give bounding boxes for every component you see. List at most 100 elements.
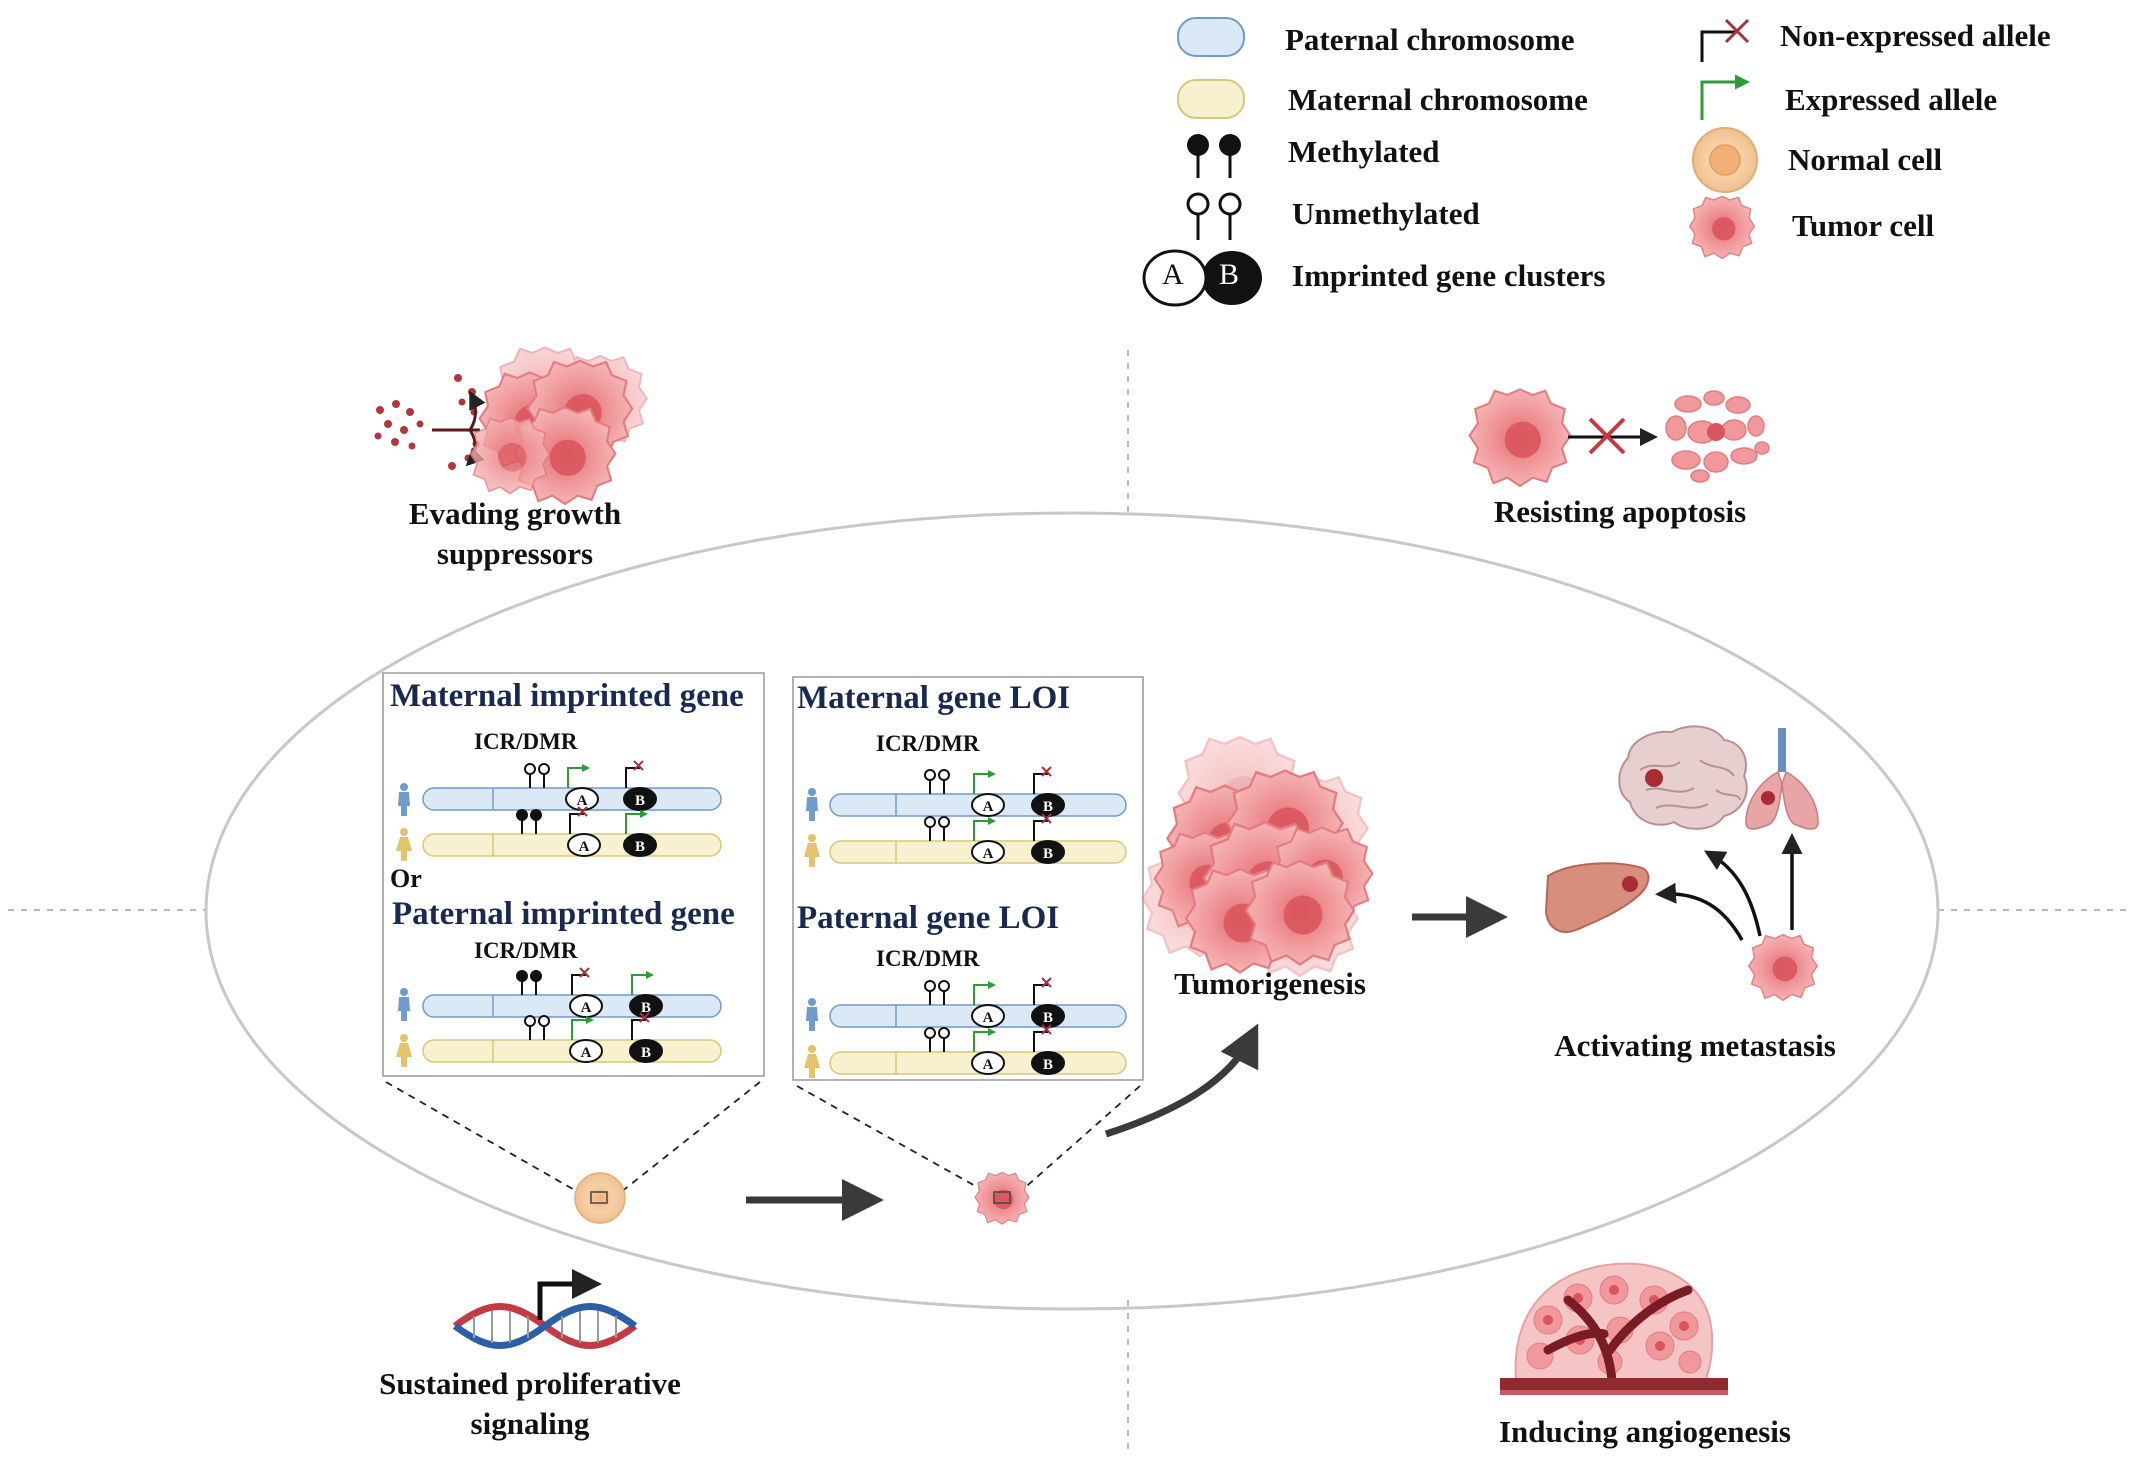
dna-icon — [452, 1269, 638, 1349]
expressed-allele-head — [988, 1028, 996, 1036]
gene-a-marker — [569, 1039, 603, 1063]
expressed-allele-head — [988, 770, 996, 778]
maternal-imprinted-title: Maternal imprinted gene — [390, 678, 744, 714]
expressed-allele-arrow — [567, 767, 584, 788]
unmethylated-icon — [1186, 192, 1242, 240]
gene-a-marker — [971, 1004, 1005, 1028]
expressed-allele-arrow — [571, 1019, 588, 1040]
gene-cluster-icon — [1142, 249, 1262, 307]
expressed-allele-arrow — [625, 813, 642, 834]
central-ellipse — [204, 511, 1940, 1311]
tumor-cell-icon — [1688, 195, 1756, 260]
legend-maternal-label: Maternal chromosome — [1288, 82, 1588, 117]
gene-a-letter: A — [983, 799, 994, 815]
resisting-apoptosis-label: Resisting apoptosis — [1493, 494, 1747, 529]
gene-a-letter: A — [577, 793, 588, 809]
gene-b-marker — [1031, 840, 1065, 864]
expressed-allele-head — [640, 810, 648, 818]
legend-clusters-label: Imprinted gene clusters — [1292, 258, 1606, 293]
expressed-allele-head — [988, 817, 996, 825]
paternal-chromosome-swatch — [1177, 17, 1245, 57]
gene-b-letter: B — [1043, 1010, 1053, 1026]
evading-growth-suppressors-icon — [374, 346, 648, 506]
expressed-allele-head — [646, 971, 654, 979]
expressed-allele-arrow — [631, 974, 648, 995]
gene-a-marker — [971, 793, 1005, 817]
paternal-imprinted-title: Paternal imprinted gene — [392, 896, 735, 932]
non-expressed-x — [639, 1012, 650, 1023]
methylated-icon — [1187, 134, 1241, 178]
unmethylated-mark — [938, 816, 950, 828]
unmethylated-mark — [924, 769, 936, 781]
gene-a-letter: A — [581, 1000, 592, 1016]
non-expressed-x — [633, 760, 644, 771]
expressed-allele-icon — [1700, 74, 1750, 120]
gene-a-marker — [567, 833, 601, 857]
quadrant-dividers — [8, 350, 2128, 1455]
expressed-allele-head — [582, 764, 590, 772]
maternal-loi-title: Maternal gene LOI — [797, 680, 1071, 716]
evading-label-line1: Evading growth — [408, 496, 622, 531]
legend-non-expressed-label: Non-expressed allele — [1780, 18, 2051, 53]
expressed-allele-arrow — [973, 820, 990, 841]
inducing-angiogenesis-label: Inducing angiogenesis — [1498, 1414, 1791, 1449]
non-expressed-x — [577, 806, 588, 817]
right-icr-label-1: ICR/DMR — [876, 731, 980, 756]
gene-b-letter: B — [1043, 846, 1053, 862]
unmethylated-mark — [924, 1027, 936, 1039]
unmethylated-mark — [924, 980, 936, 992]
gene-b-letter: B — [1043, 1057, 1053, 1073]
non-expressed-x — [1041, 1024, 1052, 1035]
methylated-mark — [530, 809, 542, 821]
gene-b-letter: B — [1043, 799, 1053, 815]
gene-b-marker — [629, 1039, 663, 1063]
unmethylated-mark — [538, 763, 550, 775]
gene-a-letter: A — [579, 839, 590, 855]
legend-paternal-label: Paternal chromosome — [1285, 22, 1575, 57]
gene-b-marker — [623, 833, 657, 857]
metastasis-icon — [1544, 725, 1819, 1001]
gene-b-letter: B — [635, 793, 645, 809]
unmethylated-mark — [524, 763, 536, 775]
normal-cell-icon — [1692, 127, 1758, 193]
non-expressed-allele-icon — [1700, 18, 1750, 62]
unmethylated-mark — [524, 1015, 536, 1027]
gene-a-letter: A — [983, 846, 994, 862]
normal-cell-small — [574, 1172, 626, 1224]
gene-b-marker — [1031, 1051, 1065, 1075]
tumor-mass — [1141, 735, 1374, 978]
non-expressed-x — [1041, 813, 1052, 824]
gene-a-letter: A — [983, 1057, 994, 1073]
non-expressed-x — [1041, 977, 1052, 988]
activating-metastasis-label: Activating metastasis — [1554, 1028, 1836, 1063]
expressed-allele-arrow — [973, 773, 990, 794]
methylated-mark — [516, 809, 528, 821]
methylated-mark — [516, 970, 528, 982]
gene-a-marker — [971, 840, 1005, 864]
to-tumorigenesis-arrow — [1104, 1023, 1259, 1138]
gene-a-letter: A — [983, 1010, 994, 1026]
tumorigenesis-label: Tumorigenesis — [1174, 966, 1366, 1001]
expressed-allele-arrow — [973, 1031, 990, 1052]
angiogenesis-icon — [1500, 1262, 1728, 1395]
right-icr-label-2: ICR/DMR — [876, 946, 980, 971]
resisting-apoptosis-icon — [1468, 388, 1770, 488]
legend-tumor-cell-label: Tumor cell — [1792, 208, 1935, 243]
unmethylated-mark — [938, 769, 950, 781]
methylated-mark — [530, 970, 542, 982]
legend-gene-b-label: B — [1219, 258, 1240, 291]
legend-normal-cell-label: Normal cell — [1788, 142, 1943, 177]
gene-a-letter: A — [581, 1045, 592, 1061]
left-icr-label-1: ICR/DMR — [474, 729, 578, 754]
evading-label-line2: suppressors — [436, 536, 594, 571]
expressed-allele-head — [586, 1016, 594, 1024]
gene-b-letter: B — [641, 1000, 651, 1016]
proliferative-label-line2: signaling — [470, 1406, 590, 1441]
left-icr-label-2: ICR/DMR — [474, 938, 578, 963]
legend-methylated-label: Methylated — [1288, 134, 1440, 169]
unmethylated-mark — [924, 816, 936, 828]
legend-expressed-label: Expressed allele — [1785, 82, 1998, 117]
gene-b-letter: B — [641, 1045, 651, 1061]
unmethylated-mark — [938, 1027, 950, 1039]
